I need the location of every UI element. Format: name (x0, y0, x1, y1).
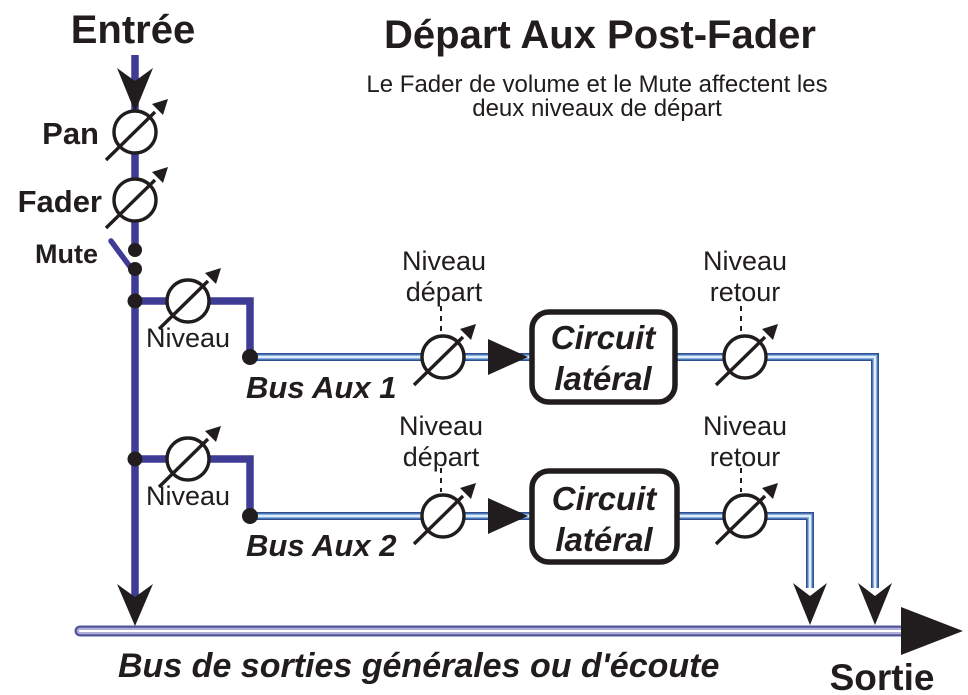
label-pointer-lines (440, 306, 742, 492)
bus-aux1-label: Bus Aux 1 (246, 370, 396, 405)
aux2-side-chain-label-line1: Circuit (552, 480, 659, 517)
aux1-side-chain-label-line1: Circuit (551, 319, 658, 356)
aux1-side-chain-label-line2: latéral (554, 360, 652, 397)
aux1-return-level-label-line1: Niveau (703, 246, 787, 276)
mute-switch-dot-top (128, 243, 142, 257)
mute-switch-dot-bottom (128, 262, 142, 276)
aux1-box-arrow-icon (488, 339, 528, 375)
aux2-bus-start-dot (242, 508, 258, 524)
knobs (104, 97, 780, 546)
aux2-return-level-label-line1: Niveau (703, 411, 787, 441)
diagram-title: Départ Aux Post-Fader (384, 13, 816, 57)
diagram-subtitle-line1: Le Fader de volume et le Mute affectent … (366, 71, 827, 98)
input-arrow-icon (117, 68, 153, 112)
aux1-send-level-label-line2: départ (406, 277, 483, 307)
input-label: Entrée (71, 8, 196, 52)
aux1-bus-start-dot (242, 349, 258, 365)
aux2-return-level-label-line2: retour (710, 442, 781, 472)
mute-label: Mute (35, 239, 98, 269)
aux2-side-chain-label-line2: latéral (555, 521, 653, 558)
aux1-return-arrow-icon (858, 583, 892, 625)
arrowheads (117, 68, 963, 655)
aux2-side-chain-box (529, 468, 680, 565)
aux1-junction-dot (127, 293, 143, 309)
junction-dots (127, 243, 258, 524)
pan-label: Pan (42, 116, 99, 151)
aux2-send-level-label-line1: Niveau (399, 411, 483, 441)
aux2-junction-dot (127, 451, 143, 467)
aux2-box-arrow-icon (488, 498, 528, 534)
output-arrow-icon (901, 607, 963, 655)
aux2-send-level-label-line2: départ (403, 442, 480, 472)
fader-label: Fader (18, 184, 102, 219)
main-bus-label: Bus de sorties générales ou d'écoute (118, 647, 719, 685)
aux1-send-level-label-line1: Niveau (402, 246, 486, 276)
aux2-level-label: Niveau (146, 481, 230, 511)
aux1-return-level-label-line2: retour (710, 277, 781, 307)
main-drop-arrow-icon (117, 584, 153, 626)
aux1-side-chain-box (529, 309, 678, 405)
diagram-subtitle-line2: deux niveaux de départ (472, 95, 722, 122)
mute-switch-lever (108, 238, 134, 271)
aux1-level-label: Niveau (146, 323, 230, 353)
bus-aux2-label: Bus Aux 2 (246, 528, 396, 563)
side-chain-boxes: Circuit latéral Circuit latéral (529, 309, 680, 565)
aux2-return-arrow-icon (793, 583, 827, 625)
output-label: Sortie (830, 657, 935, 695)
